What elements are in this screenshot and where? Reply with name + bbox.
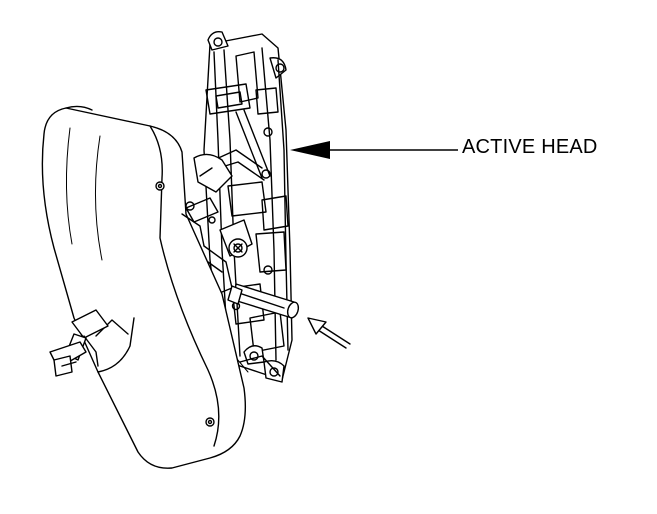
dogging-lever <box>49 309 109 377</box>
active-head-label: ACTIVE HEAD <box>462 136 598 158</box>
push-pad-end-cap <box>41 105 247 469</box>
latch-mechanism <box>185 153 300 319</box>
active-head-callout-arrow <box>290 141 458 159</box>
insertion-arrow <box>307 317 351 349</box>
